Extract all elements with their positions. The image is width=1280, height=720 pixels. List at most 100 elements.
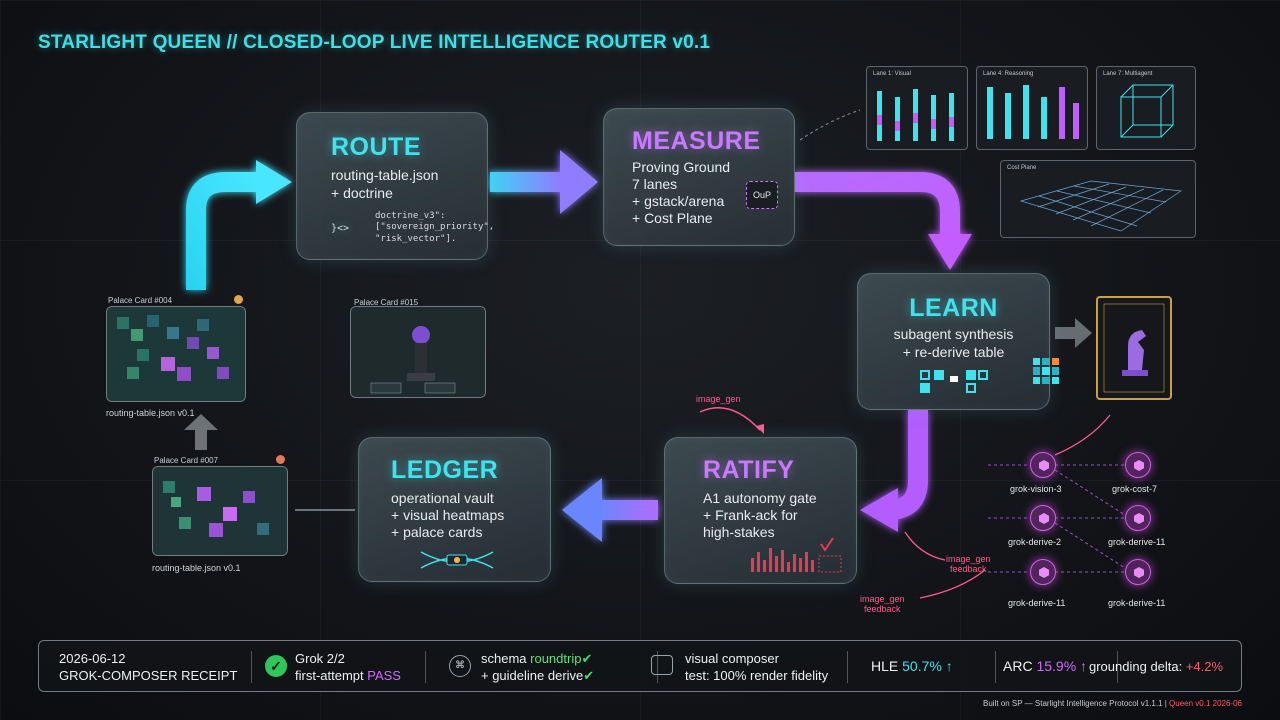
lane-visual-label: Lane 1: Visual <box>873 71 911 77</box>
footer-credit: Built on SP — Starlight Intelligence Pro… <box>983 699 1242 708</box>
footer-text: Built on SP — Starlight Intelligence Pro… <box>983 699 1170 708</box>
palace-card-3-label: Palace Card #007 <box>154 456 219 465</box>
lane-reasoning-label: Lane 4: Reasoning <box>983 71 1034 77</box>
learn-heading: LEARN <box>909 294 998 322</box>
schema-network-icon: ⌘ <box>449 655 471 677</box>
stage-ledger[interactable]: LEDGER operational vault + visual heatma… <box>358 437 551 582</box>
receipt-date: 2026-06-12 <box>59 651 126 666</box>
receipt-grounding-label: grounding delta: <box>1089 659 1186 674</box>
agent-node-derive2[interactable] <box>1030 505 1056 531</box>
tarot-card[interactable] <box>1096 296 1172 400</box>
schema-check-icon: ✔ <box>581 651 593 666</box>
feedback-label-2: image_gen feedback <box>860 594 905 615</box>
lane-tile-multiagent[interactable]: Lane 7: Multiagent <box>1096 66 1196 150</box>
stage-ratify[interactable]: RATIFY A1 autonomy gate + Frank-ack for … <box>664 437 857 584</box>
synthesis-blocks-icon <box>920 366 990 396</box>
agent-node-vision[interactable] <box>1030 452 1056 478</box>
arc-up-arrow-icon: ↑ <box>1076 658 1088 674</box>
palace-card-3[interactable] <box>152 466 288 556</box>
lane-tile-visual[interactable]: Lane 1: Visual <box>866 66 968 150</box>
measure-line1: Proving Ground <box>632 159 731 175</box>
measure-badge: OuP <box>746 181 778 209</box>
feedback-label-1: image_gen feedback <box>946 554 991 575</box>
measure-heading: MEASURE <box>632 127 761 155</box>
ledger-line3: + palace cards <box>391 524 483 540</box>
footer-highlight: Queen v0.1 2026-06 <box>1169 699 1242 708</box>
arrow-card-up <box>184 414 218 450</box>
page-title: STARLIGHT QUEEN // CLOSED-LOOP LIVE INTE… <box>38 32 711 53</box>
route-line2: + doctrine <box>331 185 393 201</box>
agent-node-derive11b[interactable] <box>1030 559 1056 585</box>
ratify-line1: A1 autonomy gate <box>703 490 817 506</box>
agent-label-derive11c: grok-derive-11 <box>1108 598 1166 608</box>
palace-card-2-label: Palace Card #015 <box>354 298 419 307</box>
arrow-measure-to-learn <box>795 172 972 270</box>
agent-node-derive11a[interactable] <box>1125 505 1151 531</box>
palace-card-1[interactable] <box>106 306 246 402</box>
receipt-visual-line2: test: 100% render fidelity <box>685 668 829 683</box>
heatmap-1 <box>107 307 245 401</box>
stage-measure[interactable]: MEASURE Proving Ground 7 lanes + gstack/… <box>603 108 795 246</box>
agent-node-derive11c[interactable] <box>1125 559 1151 585</box>
agent-node-cost[interactable] <box>1125 452 1151 478</box>
palace-card-1-label: Palace Card #004 <box>108 296 173 305</box>
knight-icon <box>1103 303 1165 393</box>
chat-bubble-icon <box>651 655 673 675</box>
agent-label-derive2: grok-derive-2 <box>1008 537 1062 547</box>
stage-route[interactable]: ROUTE routing-table.json + doctrine }<> … <box>296 112 494 260</box>
agent-network-lines <box>988 464 1126 573</box>
guideline-check-icon: ✔ <box>583 668 595 683</box>
agent-label-derive11a: grok-derive-11 <box>1108 537 1166 547</box>
lane-cost-label: Cost Plane <box>1007 165 1037 171</box>
arrow-learn-to-card <box>1055 318 1092 348</box>
palace-card-2[interactable] <box>350 306 486 398</box>
route-code2: ["sovereign_priority", <box>375 222 495 233</box>
receipt-grounding-value: +4.2% <box>1185 659 1224 674</box>
card-3-emblem-icon <box>276 455 285 464</box>
receipt-schema-a: schema <box>481 651 531 666</box>
heatmap-3 <box>153 467 287 555</box>
receipt-hle-label: HLE <box>871 658 903 674</box>
ratify-line3: high-stakes <box>703 524 775 540</box>
receipt-grok-pass: PASS <box>367 668 401 683</box>
code-brace-icon: }<> <box>331 223 350 234</box>
route-line1: routing-table.json <box>331 167 439 183</box>
route-code1: doctrine_v3": <box>375 211 446 221</box>
lane-reasoning-bars <box>987 85 1079 139</box>
ratify-heading: RATIFY <box>703 456 795 484</box>
hle-up-arrow-icon: ↑ <box>941 658 953 674</box>
arrow-learn-to-ratify <box>860 410 928 532</box>
ledger-line1: operational vault <box>391 490 494 506</box>
receipt-hle-value: 50.7% <box>902 658 942 674</box>
ratify-imagegen-label: image_gen <box>696 394 741 404</box>
lane-tile-reasoning[interactable]: Lane 4: Reasoning <box>976 66 1088 150</box>
ledger-line2: + visual heatmaps <box>391 507 505 523</box>
risk-bar-chart-icon <box>749 537 844 574</box>
ratify-line2: + Frank-ack for <box>703 507 798 523</box>
check-circle-icon: ✓ <box>265 655 287 677</box>
measure-line2: 7 lanes <box>632 176 678 192</box>
arrow-route-to-measure <box>490 150 598 214</box>
receipt-visual-line1: visual composer <box>685 651 779 666</box>
receipt-bar: 2026-06-12 GROK-COMPOSER RECEIPT ✓ Grok … <box>38 640 1242 692</box>
route-heading: ROUTE <box>331 133 421 161</box>
measure-line3: + gstack/arena <box>632 193 725 209</box>
chess-piece-icon <box>351 307 485 397</box>
receipt-arc-label: ARC <box>1003 658 1037 674</box>
infinity-scroll-icon <box>417 548 497 577</box>
receipt-schema-b: roundtrip <box>530 651 582 666</box>
arrow-ratify-to-ledger <box>562 478 658 542</box>
receipt-name: GROK-COMPOSER RECEIPT <box>59 668 238 683</box>
cost-surface-icon <box>1019 180 1182 232</box>
agent-label-vision: grok-vision-3 <box>1010 484 1062 494</box>
receipt-arc-value: 15.9% <box>1036 658 1077 674</box>
receipt-schema-c: + guideline derive <box>481 668 584 683</box>
receipt-grok-line2a: first-attempt <box>295 668 368 683</box>
grid-tile-icon <box>1033 358 1059 384</box>
lane-tile-cost-plane[interactable]: Cost Plane <box>1000 160 1196 238</box>
agent-label-derive11b: grok-derive-11 <box>1008 598 1066 608</box>
palace-card-1-caption: routing-table.json v0.1 <box>106 408 195 418</box>
stage-learn[interactable]: LEARN subagent synthesis + re-derive tab… <box>857 273 1059 410</box>
cube-icon <box>1120 84 1174 138</box>
